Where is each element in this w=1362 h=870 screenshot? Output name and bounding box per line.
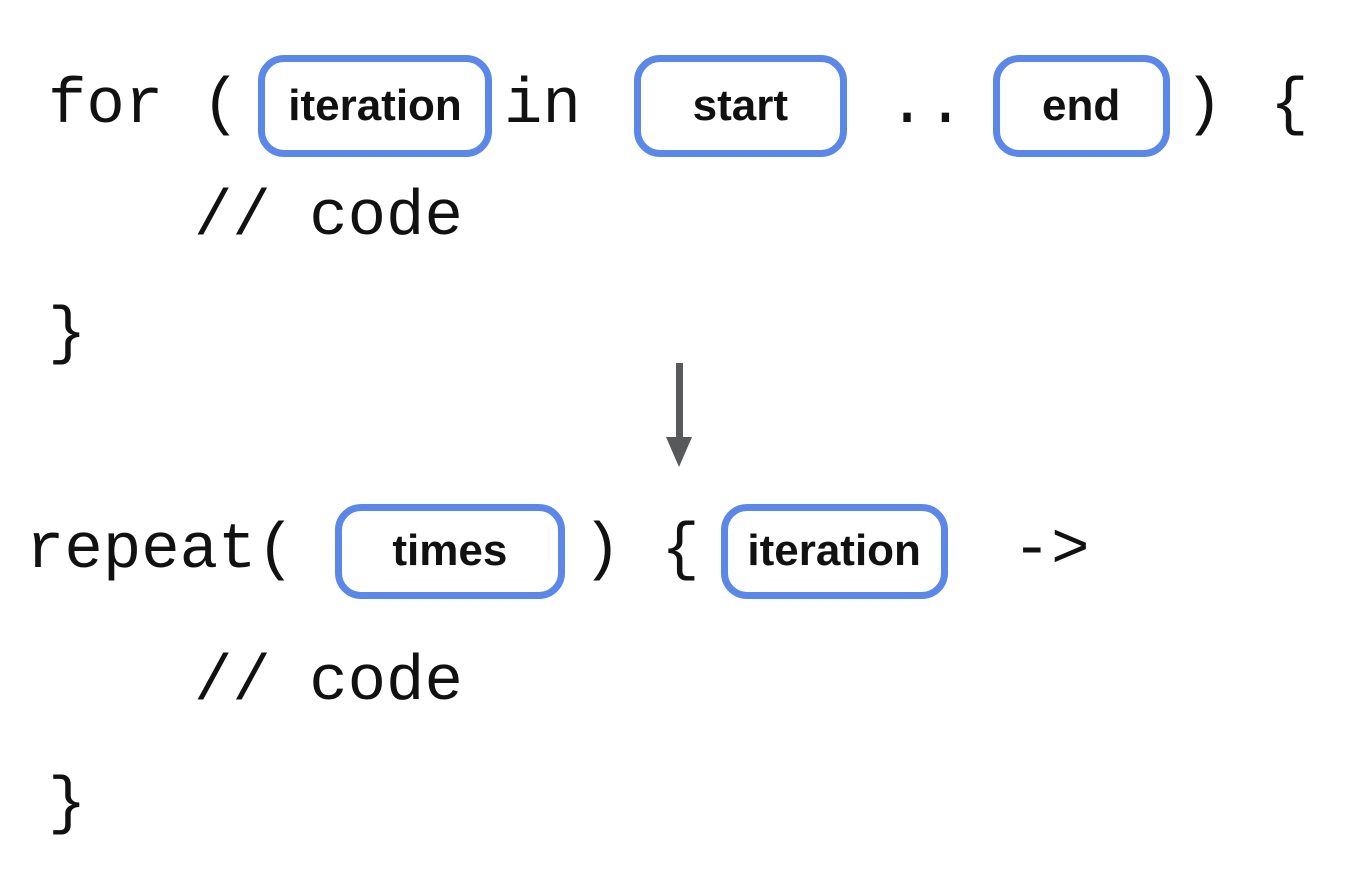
transform-down-arrow-icon <box>666 363 692 467</box>
placeholder-box-iteration: iteration <box>258 55 493 157</box>
for-body-comment: // code <box>194 182 463 254</box>
placeholder-iteration-repeat-label: iteration <box>747 526 921 575</box>
arrow-shaft <box>675 363 683 437</box>
repeat-body-comment: // code <box>194 647 463 719</box>
placeholder-times-label: times <box>392 526 508 575</box>
for-signature-line: for ( iteration in start .. end ) { <box>48 55 1308 157</box>
for-body-line: // code <box>194 186 463 250</box>
repeat-signature-line: repeat( times ) { iteration -> <box>26 503 1089 599</box>
placeholder-box-end: end <box>992 55 1170 157</box>
for-open-brace: { <box>1270 70 1309 142</box>
lambda-arrow: -> <box>1012 515 1090 587</box>
placeholder-box-start: start <box>633 55 847 157</box>
placeholder-start-label: start <box>692 81 789 130</box>
placeholder-box-times: times <box>334 503 565 599</box>
for-close-line: } <box>48 302 86 368</box>
repeat-body-line: // code <box>194 651 463 715</box>
repeat-close-paren: ) <box>582 515 622 587</box>
range-operator: .. <box>887 70 965 142</box>
repeat-close-brace: } <box>48 769 87 841</box>
placeholder-box-iteration-repeat: iteration <box>720 503 948 599</box>
repeat-keyword: repeat( <box>26 515 295 587</box>
repeat-close-line: } <box>48 772 86 838</box>
arrow-head <box>666 437 692 467</box>
placeholder-end-label: end <box>1042 81 1121 130</box>
for-keyword: for ( <box>48 70 241 142</box>
for-close-brace: } <box>48 299 87 371</box>
for-close-paren: ) <box>1184 70 1224 142</box>
repeat-open-brace: { <box>661 515 700 587</box>
placeholder-iteration-label: iteration <box>288 81 462 130</box>
in-keyword: in <box>504 70 581 142</box>
